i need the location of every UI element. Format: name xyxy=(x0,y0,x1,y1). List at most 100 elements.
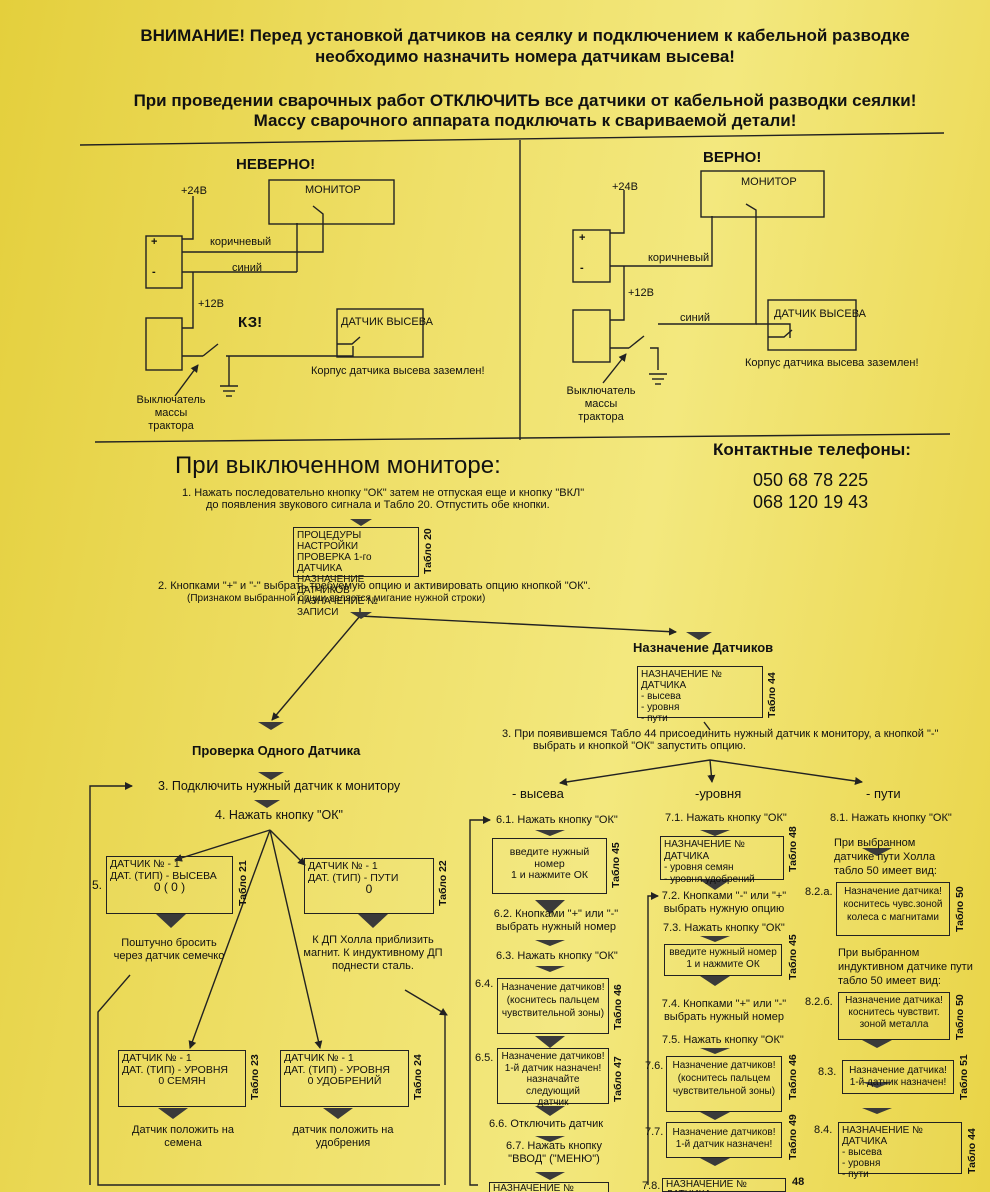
level-tablo-48-label: Табло 48 xyxy=(787,826,799,872)
level-s72-line: выбрать нужную опцию xyxy=(663,903,785,915)
seed-s62-line: выбрать нужный номер xyxy=(495,921,617,933)
note-24-line: датчик положить на xyxy=(292,1124,394,1136)
path-tablo-51-line: 1-й датчик назначен! xyxy=(849,1077,947,1088)
level-s74-line: выбрать нужный номер xyxy=(663,1011,785,1023)
seed-head: - высева xyxy=(512,786,564,801)
path-tablo-50b: Назначение датчика! коснитесь чувствит. … xyxy=(838,992,950,1040)
wrong-plus: + xyxy=(151,236,158,248)
seed-tablo-46: Назначение датчиков! (коснитесь пальцем … xyxy=(497,978,609,1034)
path-tablo-51-label: Табло 51 xyxy=(958,1054,970,1100)
wrong-switch-3: трактора xyxy=(148,420,194,432)
level-n77: 7.7. xyxy=(645,1126,664,1138)
wrong-switch-1: Выключатель xyxy=(136,394,206,406)
off-step1b: до появления звукового сигнала и Табло 2… xyxy=(206,499,550,511)
tablo-44-line: - высева xyxy=(641,691,681,702)
assign-step3a: 3. При появившемся Табло 44 присоединить… xyxy=(502,728,939,740)
level-tablo-46-line: (коснитесь пальцем xyxy=(677,1073,771,1084)
note-23-line: семена xyxy=(164,1137,202,1149)
level-n78: 7.8. xyxy=(642,1180,661,1192)
path-hall-line: При выбранном xyxy=(834,837,916,849)
level-tablo-48-line: - уровня семян xyxy=(664,862,734,873)
level-head: -уровня xyxy=(695,786,742,801)
level-s72-line: 7.2. Кнопками "-" или "+" xyxy=(661,890,787,902)
level-tablo-46: Назначение датчиков! (коснитесь пальцем … xyxy=(666,1056,782,1112)
path-ind-line: При выбранном xyxy=(838,947,920,959)
tablo-23-label: Табло 23 xyxy=(249,1054,261,1100)
tablo-24-line: ДАТ. (ТИП) - УРОВНЯ xyxy=(284,1063,390,1076)
level-tablo-49: Назначение датчиков! 1-й датчик назначен… xyxy=(666,1122,782,1158)
path-ind-line: табло 50 имеет вид: xyxy=(838,975,941,987)
seed-s61: 6.1. Нажать кнопку "ОК" xyxy=(496,814,618,826)
warning-line-1: ВНИМАНИЕ! Перед установкой датчиков на с… xyxy=(140,26,910,45)
note-22-line: К ДП Холла приблизить xyxy=(312,934,434,946)
path-tablo-50a-line: Назначение датчика! xyxy=(844,886,942,897)
seed-tablo-47-line: назначайте следующий xyxy=(526,1074,580,1097)
tablo-22-line: ДАТ. (ТИП) - ПУТИ xyxy=(308,871,399,884)
tablo-20-line: НАЗНАЧЕНИЕ ДАТЧИКОВ xyxy=(297,574,365,596)
path-tablo-44-line: - высева xyxy=(842,1147,882,1158)
level-n76: 7.6. xyxy=(645,1060,664,1072)
right-switch: Выключатель массы трактора xyxy=(566,385,636,424)
level-s75: 7.5. Нажать кнопку "ОК" xyxy=(662,1034,784,1046)
path-tablo-50a: Назначение датчика! коснитесь чувс.зоной… xyxy=(836,882,950,936)
path-tablo-44-line: НАЗНАЧЕНИЕ № ДАТЧИКА xyxy=(842,1125,923,1147)
note-22: К ДП Холла приблизить магнит. К индуктив… xyxy=(298,934,448,973)
check-n5: 5. xyxy=(92,878,103,892)
level-s71: 7.1. Нажать кнопку "ОК" xyxy=(665,812,787,824)
tablo-22-line: ДАТЧИК № - 1 xyxy=(308,860,378,872)
wrong-brown: коричневый xyxy=(210,236,272,248)
level-tablo-48-line: - уровня удобрений xyxy=(664,873,755,885)
path-tablo-50a-line: колеса с магнитами xyxy=(846,912,940,923)
path-tablo-50b-label: Табло 50 xyxy=(954,994,966,1040)
level-tablo-45-line: введите нужный номер xyxy=(669,947,777,958)
right-minus: - xyxy=(580,262,584,274)
right-monitor: МОНИТОР xyxy=(741,176,797,188)
tablo-24: ДАТЧИК № - 1 ДАТ. (ТИП) - УРОВНЯ 0 УДОБР… xyxy=(280,1050,409,1107)
seed-tablo-45-line: 1 и нажмите ОК xyxy=(510,869,589,881)
right-switch-1: Выключатель xyxy=(566,385,636,397)
seed-s67: 6.7. Нажать кнопку "ВВОД" ("МЕНЮ") xyxy=(484,1140,624,1166)
tablo-44-top: НАЗНАЧЕНИЕ № ДАТЧИКА - высева - уровня -… xyxy=(637,666,763,724)
right-sensor: ДАТЧИК ВЫСЕВА xyxy=(774,308,867,320)
note-22-line: магнит. К индуктивному ДП xyxy=(303,947,443,959)
seed-tablo-45-label: Табло 45 xyxy=(610,842,622,888)
wrong-switch-2: массы xyxy=(154,407,188,419)
path-tablo-44-line: - пути xyxy=(842,1169,869,1180)
seed-tablo-45: введите нужный номер 1 и нажмите ОК xyxy=(492,838,607,894)
wrong-title: НЕВЕРНО! xyxy=(236,156,316,173)
tablo-21-line: ДАТЧИК № - 1 xyxy=(110,858,180,870)
path-tablo-50b-line: коснитесь чувствит. xyxy=(848,1007,940,1018)
tablo-23: ДАТЧИК № - 1 ДАТ. (ТИП) - УРОВНЯ 0 СЕМЯН xyxy=(118,1050,246,1107)
tablo-20-line: ПРОЦЕДУРЫ НАСТРОЙКИ xyxy=(297,530,362,552)
level-tablo-45-label: Табло 45 xyxy=(787,934,799,980)
check-step3: 3. Подключить нужный датчик к монитору xyxy=(158,779,401,793)
seed-s63: 6.3. Нажать кнопку "ОК" xyxy=(496,950,618,962)
seed-tablo-46-line: чувствительной зоны) xyxy=(501,1008,605,1019)
right-v12: +12В xyxy=(628,287,654,299)
path-tablo-50a-label: Табло 50 xyxy=(954,886,966,932)
level-tablo-49-label: Табло 49 xyxy=(787,1114,799,1160)
level-tablo-45: введите нужный номер 1 и нажмите ОК xyxy=(664,944,782,976)
tablo-22-label: Табло 22 xyxy=(437,860,449,906)
check-step4: 4. Нажать кнопку "ОК" xyxy=(215,808,343,822)
path-hall-line: табло 50 имеет вид: xyxy=(834,865,937,877)
level-s72: 7.2. Кнопками "-" или "+" выбрать нужную… xyxy=(654,890,794,916)
seed-s67-line: "ВВОД" ("МЕНЮ") xyxy=(508,1153,600,1165)
tablo-22: ДАТЧИК № - 1 ДАТ. (ТИП) - ПУТИ 0 xyxy=(304,858,434,914)
seed-tablo-46-label: Табло 46 xyxy=(612,984,624,1030)
off-title: При выключенном мониторе: xyxy=(175,452,501,479)
path-s81: 8.1. Нажать кнопку "ОК" xyxy=(830,812,952,824)
seed-tablo-47-line: Назначение датчиков! xyxy=(501,1051,605,1062)
tablo-22-value: 0 xyxy=(365,882,373,896)
wrong-minus: - xyxy=(152,266,156,278)
level-s74-line: 7.4. Кнопками "+" или "-" xyxy=(661,998,787,1010)
assign-step3b: выбрать и кнопкой "ОК" запустить опцию. xyxy=(533,740,746,752)
seed-s62: 6.2. Кнопками "+" или "-" выбрать нужный… xyxy=(486,908,626,934)
tablo-24-value: 0 УДОБРЕНИЙ xyxy=(307,1075,382,1087)
off-step2b: (Признаком выбранной опции является мига… xyxy=(187,593,486,604)
note-22-line: поднести сталь. xyxy=(332,960,414,972)
seed-s67-line: 6.7. Нажать кнопку xyxy=(506,1140,602,1152)
right-switch-3: трактора xyxy=(578,411,624,423)
seed-tablo-46-line: (коснитесь пальцем xyxy=(506,995,600,1006)
wrong-blue: синий xyxy=(232,262,263,274)
